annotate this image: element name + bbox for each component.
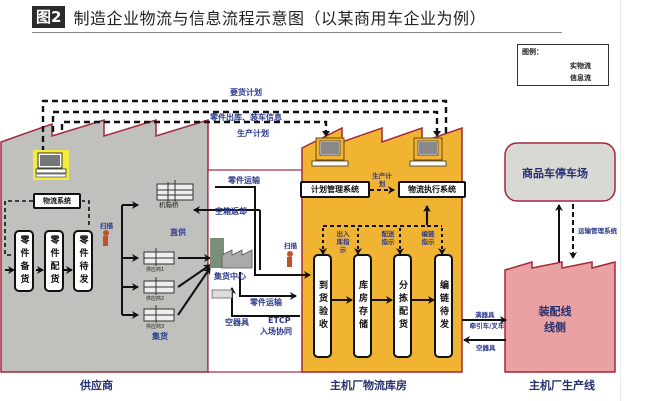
label-entry-coordination: 入场协同 [260,327,292,336]
figure-title: 制造企业物流与信息流程示意图（以某商用车企业为例） [73,9,486,28]
consolidation-zone [207,169,307,373]
label-internal-production-plan: 生产计划 [372,172,392,188]
parking-lot-label: 商品车停车场 [522,167,588,180]
warehouse-step-receiving: 到货验收 [313,254,332,358]
label-empty-containers: 空器具 [225,318,249,327]
label-empty-return: 空箱返却 [215,207,247,216]
label-demand-plan: 要货计划 [230,88,262,97]
execution-computer-icon [409,137,447,167]
facility-icon-supplier-3 [143,305,175,323]
label-hub-scan: 扫描 [284,242,297,250]
figure-badge: 图2 [32,6,66,28]
label-parts-transport-bottom: 零件运输 [250,298,282,307]
warehouse-step-chain-staging: 编链待发 [434,254,453,358]
label-consolidation-hub: 集货中心 [214,272,246,281]
facility-label-chassis-bridge: 机箱桥 [159,201,179,209]
label-full-containers: 满器具 [475,311,495,319]
label-transport-management-system: 运输管理系统 [578,227,617,235]
planning-management-system: 计划管理系统 [300,181,370,198]
page-edge-divider [620,0,621,401]
legend: 图例： 实物流 信息流 [517,44,609,86]
facility-icon-supplier-2 [143,277,175,295]
title-divider [32,32,562,33]
label-inout-instruction: 出入库指示 [336,230,350,254]
warehouse-step-storage: 库房存储 [353,254,372,358]
production-zone [504,260,616,373]
planning-computer-icon [311,137,349,167]
supplier-step-stocking: 零件备货 [14,230,34,292]
facility-icon-chassis-bridge [156,180,194,202]
warehouse-step-sorting: 分拣配货 [393,254,412,358]
label-chain-instruction: 编链指示 [421,230,435,246]
label-delivery-instruction: 配送指示 [381,230,395,246]
label-parts-outbound: 零件出库、装车信息 [210,113,282,122]
label-tractor-forklift: 牵引车/叉车 [469,322,505,330]
zone-label-supplier: 供应商 [80,379,113,392]
consolidation-hub-icon [210,238,253,269]
facility-label-supplier-2: 供应商2 [146,296,165,302]
facility-icon-supplier-1 [143,248,175,266]
empty-container-icon [211,289,233,299]
label-direct-supply: 直供 [170,228,186,237]
legend-item-info-flow: 信息流 [570,74,591,82]
parking-lot-zone [504,142,616,202]
supplier-logistics-system: 物流系统 [33,193,81,209]
figure-title-bar: 图2 制造企业物流与信息流程示意图（以某商用车企业为例） [32,4,486,30]
scanner-worker-icon [287,251,293,267]
label-line-empty-containers: 空器具 [476,344,496,352]
facility-label-supplier-1: 供应商1 [146,267,165,273]
logistics-execution-system: 物流执行系统 [398,181,466,198]
legend-item-material-flow: 实物流 [570,62,591,70]
label-etcp: ETCP [268,316,291,325]
label-supplier-scan: 扫描 [100,222,113,230]
zone-label-production: 主机厂生产线 [529,379,595,392]
label-consolidation: 集货 [152,332,168,341]
legend-heading: 图例： [522,48,543,56]
supplier-step-picking: 零件配货 [44,230,64,292]
zone-label-warehouse: 主机厂物流库房 [330,379,407,392]
facility-label-supplier-3: 供应商3 [146,324,165,330]
supplier-step-awaiting-dispatch: 零件待发 [73,230,93,292]
assembly-line-side-label: 装配线线侧 [538,305,572,334]
label-production-plan: 生产计划 [237,129,269,138]
scanner-worker-icon [103,230,109,246]
label-parts-transport-top: 零件运输 [228,176,260,185]
